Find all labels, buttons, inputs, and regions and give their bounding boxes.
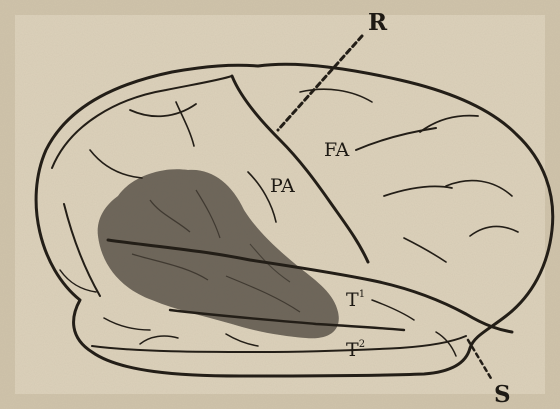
label-r: R (368, 9, 388, 36)
label-t1-letter: T (346, 289, 359, 311)
label-t2-letter: T (346, 339, 359, 361)
label-fa: FA (324, 139, 350, 161)
label-t2-superscript: 2 (359, 339, 365, 350)
label-pa: PA (270, 175, 295, 197)
label-t1-superscript: 1 (359, 289, 365, 300)
label-s: S (494, 381, 511, 408)
